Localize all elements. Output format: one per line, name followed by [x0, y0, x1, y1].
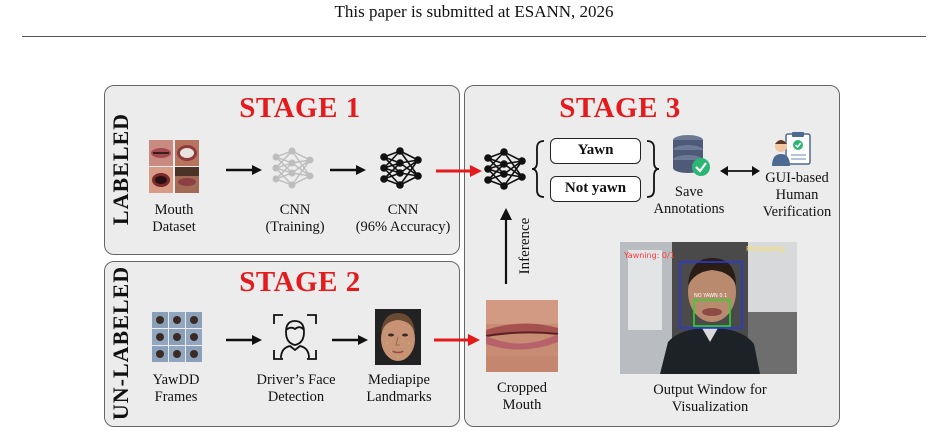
inference-label: Inference [517, 217, 533, 275]
unlabeled-side-label: UN-LABELED [108, 265, 133, 421]
right-brace [646, 140, 660, 198]
arrow-frames-to-detection [226, 335, 262, 345]
face-detection-caption: Driver’s Face Detection [256, 372, 336, 405]
output-window-caption: Output Window for Visualization [653, 382, 767, 415]
double-arrow [720, 166, 760, 176]
stage1-title: STAGE 1 [239, 92, 361, 124]
arrow-training-to-trained [330, 165, 366, 175]
cnn-training-caption: CNN (Training) [265, 202, 325, 235]
cropped-mouth-caption: Cropped Mouth [497, 380, 547, 413]
labeled-side-label: LABELED [108, 112, 133, 226]
yawdd-frames-caption: YawDD Frames [152, 372, 200, 405]
not-yawn-class-box: Not yawn [550, 176, 641, 202]
database-check-icon [673, 135, 710, 176]
yawning-counter: Yawning: 0/1 [623, 251, 675, 260]
gui-verification-caption: GUI-based Human Verification [762, 170, 832, 220]
yawn-class-box: Yawn [550, 138, 641, 164]
driver-camera-image: Yawning: 0/1 Processing: NO YAWN 0.1 [620, 242, 797, 374]
mouth-grid-image [149, 140, 199, 193]
inference-arrow [500, 208, 512, 284]
neural-network-icon [380, 147, 422, 189]
no-yawn-label: NO YAWN 0.1 [694, 293, 727, 299]
yawdd-frames-image [152, 312, 202, 362]
processing-label: Processing: [746, 245, 786, 253]
stage2-title: STAGE 2 [239, 266, 361, 298]
save-annotations-caption: Save Annotations [653, 184, 725, 217]
face-scan-icon [273, 314, 317, 360]
page-header: This paper is submitted at ESANN, 2026 [334, 2, 614, 21]
arrow-landmarks-to-crop [434, 334, 480, 346]
cnn-accuracy-caption: CNN (96% Accuracy) [355, 202, 451, 235]
neural-network-icon [272, 147, 314, 189]
left-brace [531, 140, 545, 198]
neural-network-icon [484, 148, 526, 190]
verification-user-icon [772, 132, 811, 166]
arrow-model-to-inference [436, 165, 482, 177]
mediapipe-caption: Mediapipe Landmarks [366, 372, 432, 405]
header-rule [22, 36, 926, 37]
arrow-detection-to-landmarks [332, 335, 368, 345]
mouth-dataset-caption: Mouth Dataset [152, 202, 196, 235]
stage3-title: STAGE 3 [559, 92, 681, 124]
cropped-mouth-image [485, 300, 559, 372]
face-landmarks-image [375, 309, 421, 365]
arrow-dataset-to-cnn [226, 165, 262, 175]
